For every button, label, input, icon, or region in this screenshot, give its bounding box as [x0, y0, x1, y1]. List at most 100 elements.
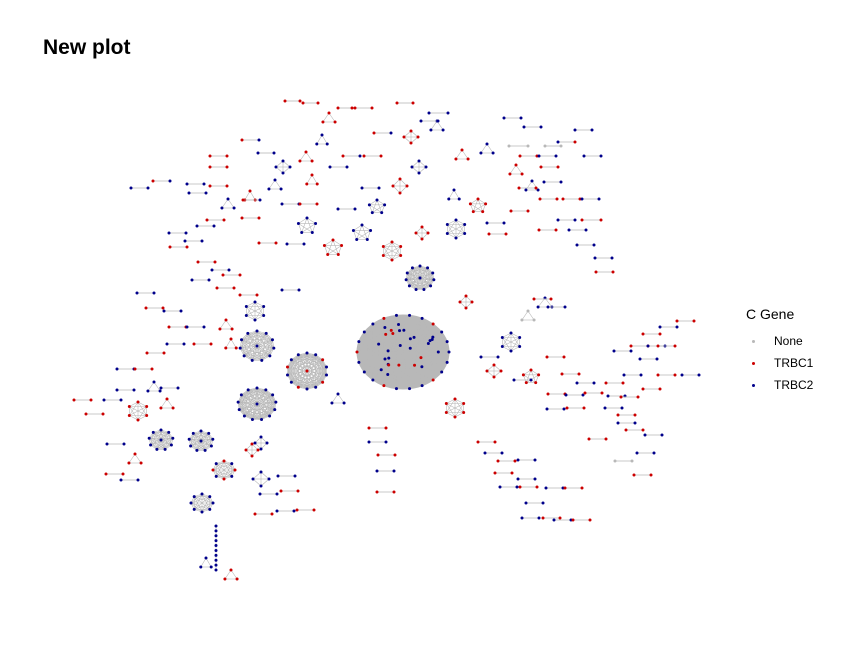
edge [287, 374, 323, 383]
edge [243, 333, 249, 356]
edge [372, 204, 385, 213]
edge [247, 333, 271, 357]
edge [241, 394, 262, 420]
node [485, 221, 489, 225]
node [330, 401, 334, 405]
edge [316, 134, 323, 145]
node [533, 477, 537, 481]
edge [247, 333, 274, 349]
node [184, 231, 188, 235]
pair-component [256, 151, 276, 155]
node [398, 191, 402, 195]
edge [398, 324, 415, 338]
node [295, 508, 299, 512]
node [429, 284, 433, 288]
edge [241, 339, 258, 347]
node [420, 384, 424, 388]
node [185, 182, 189, 186]
edge [369, 199, 378, 206]
node [102, 398, 106, 402]
edge [383, 318, 448, 363]
edge [251, 345, 258, 361]
pair-component [561, 197, 582, 201]
node [638, 357, 642, 361]
node [224, 318, 228, 322]
edge [364, 341, 448, 373]
pair-component [560, 372, 581, 376]
edge [274, 179, 282, 190]
edge [149, 437, 162, 441]
node [398, 329, 402, 333]
pair-component [541, 516, 562, 520]
node [518, 336, 522, 339]
edge [331, 393, 339, 404]
edge [409, 277, 421, 287]
node [639, 373, 643, 377]
node [274, 400, 278, 404]
cluster-c32 [298, 150, 314, 163]
edge [398, 324, 433, 340]
node [158, 389, 162, 393]
edge [247, 333, 263, 361]
node [185, 325, 189, 329]
node [150, 367, 154, 371]
node [283, 99, 287, 103]
edge [372, 323, 379, 345]
edge [337, 393, 345, 404]
edge [153, 381, 161, 392]
node [457, 197, 461, 201]
node [136, 418, 140, 422]
node [255, 293, 259, 297]
node [280, 288, 284, 292]
edge [193, 433, 212, 447]
node [267, 477, 271, 481]
node [384, 332, 388, 336]
edge [432, 337, 439, 353]
pair-component [151, 179, 172, 183]
node [532, 318, 536, 322]
pair-component [301, 101, 320, 105]
edge [544, 297, 553, 308]
node [169, 443, 173, 447]
node [238, 273, 242, 277]
node [584, 228, 588, 232]
node [389, 328, 393, 332]
node [445, 360, 449, 364]
node [298, 99, 302, 103]
node [314, 385, 318, 389]
edge [403, 130, 412, 138]
node [229, 337, 233, 341]
edge [287, 366, 308, 372]
node [405, 271, 409, 275]
node [697, 373, 701, 377]
edge [238, 389, 249, 410]
edge [470, 203, 483, 212]
edge [403, 330, 411, 339]
edge [246, 306, 264, 316]
node [358, 154, 362, 158]
node [468, 202, 472, 206]
node [101, 412, 105, 416]
node [145, 414, 149, 417]
node [258, 492, 262, 496]
pair-component [283, 99, 302, 103]
node [518, 154, 522, 158]
node [288, 165, 292, 169]
pair-component [336, 207, 357, 211]
pair-component [479, 355, 500, 359]
node [542, 180, 546, 184]
node [236, 400, 240, 404]
node [380, 211, 384, 215]
edge [247, 333, 273, 341]
node [581, 393, 585, 397]
edge [391, 241, 401, 247]
cluster-c11 [244, 300, 266, 322]
pair-component [285, 242, 306, 246]
edge [398, 324, 410, 389]
node [168, 179, 172, 183]
edge [399, 330, 439, 353]
edge [147, 381, 155, 392]
node [227, 268, 231, 272]
node [537, 516, 541, 520]
node [502, 116, 506, 120]
